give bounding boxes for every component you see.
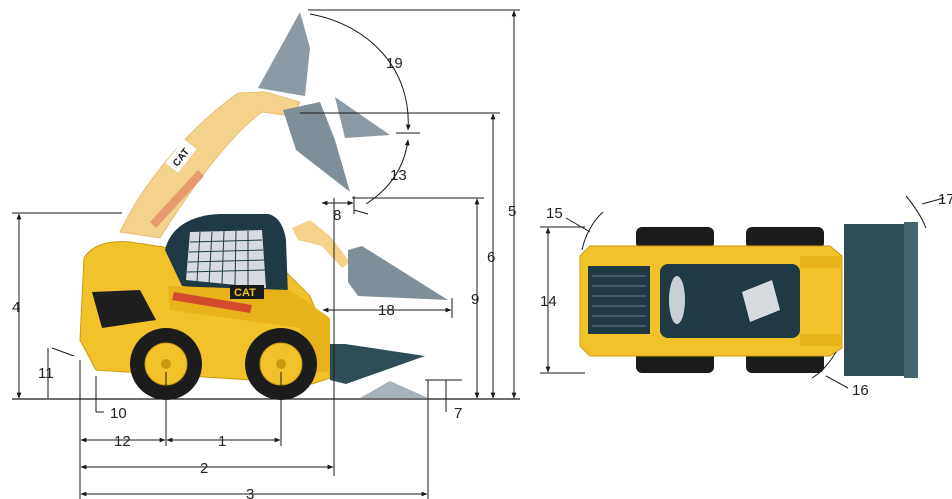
top-cab <box>660 264 800 338</box>
mid-lift-arm <box>292 220 350 268</box>
label-13: 13 <box>390 167 407 184</box>
bucket-ground-shadow <box>360 381 428 398</box>
rear-wheel <box>245 328 317 400</box>
bucket-upper-lip <box>335 97 390 138</box>
lift-arm <box>168 286 330 372</box>
top-arm-right <box>800 334 842 346</box>
top-labels: 14 15 16 17 <box>540 191 952 399</box>
top-grille-lines <box>592 275 646 327</box>
svg-text:CAT: CAT <box>234 287 256 299</box>
label-5: 5 <box>508 203 516 220</box>
label-15: 15 <box>546 205 563 222</box>
top-view-machine <box>579 222 918 378</box>
label-17: 17 <box>938 191 952 208</box>
body-logo: CAT <box>230 285 264 299</box>
top-cab-roof-cage <box>742 280 780 322</box>
raised-lift-cylinder <box>150 170 204 228</box>
label-19: 19 <box>386 55 403 72</box>
lift-cylinder <box>172 292 252 313</box>
tire-rear-left <box>746 227 824 249</box>
bucket-top <box>258 12 310 96</box>
side-view-machine: CAT CAT <box>12 12 520 400</box>
side-dimension-lines <box>12 9 520 499</box>
label-12: 12 <box>114 433 131 450</box>
label-7: 7 <box>454 405 462 422</box>
raised-lift-arm <box>119 91 301 239</box>
label-16: 16 <box>852 382 869 399</box>
top-bucket <box>844 224 904 376</box>
bucket-mid <box>348 246 448 300</box>
cab-cage-window <box>186 230 266 288</box>
label-3: 3 <box>246 486 254 499</box>
bucket-lowered <box>330 344 425 384</box>
top-arm-left <box>800 256 842 268</box>
label-11: 11 <box>38 365 54 382</box>
top-cab-window-front <box>669 276 685 324</box>
front-wheel <box>130 328 202 400</box>
cab-cage-grid <box>186 230 266 286</box>
side-labels: 1 12 2 3 4 5 6 7 8 9 10 11 13 18 19 <box>12 55 516 499</box>
tire-front-left <box>636 227 714 249</box>
label-8: 8 <box>333 207 341 224</box>
top-engine-grille <box>588 266 650 334</box>
label-14: 14 <box>540 293 557 310</box>
label-18: 18 <box>378 302 395 319</box>
label-6: 6 <box>487 249 495 266</box>
label-9: 9 <box>471 291 479 308</box>
label-10: 10 <box>110 405 127 422</box>
top-dimension-lines <box>540 195 945 389</box>
label-1: 1 <box>218 433 226 450</box>
top-bucket-edge <box>904 222 918 378</box>
label-2: 2 <box>200 460 208 477</box>
engine-grille <box>92 290 156 328</box>
bucket-upper <box>283 102 350 192</box>
label-4: 4 <box>12 299 20 316</box>
